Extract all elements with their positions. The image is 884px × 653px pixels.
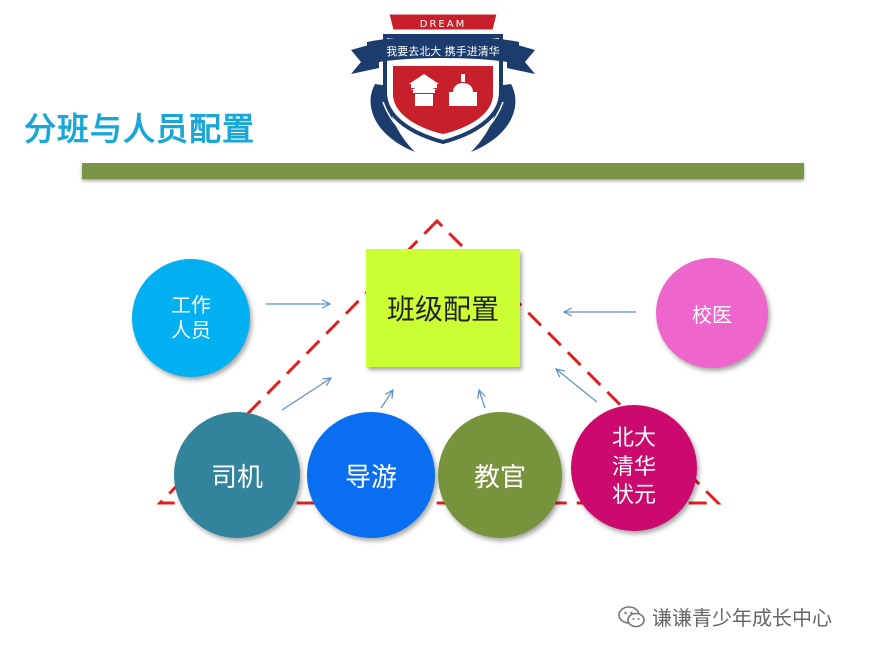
node-doctor: 校医 (656, 258, 768, 368)
node-driver-label: 司机 (210, 462, 263, 493)
node-driver: 司机 (174, 412, 300, 538)
arrow-officer-to-center (479, 390, 485, 409)
logo-banner-text: DREAM (420, 19, 466, 30)
title-divider-bar (82, 163, 804, 179)
arrow-driver-to-center (281, 378, 331, 411)
node-staff: 工作 人员 (132, 259, 250, 377)
node-champion-line2: 清华 (611, 454, 656, 480)
center-class-config-box: 班级配置 (366, 249, 520, 367)
node-staff-line2: 人员 (171, 318, 211, 342)
node-officer-label: 教官 (473, 462, 526, 493)
node-doctor-label: 校医 (692, 302, 732, 327)
watermark: 谦谦青少年成长中心 (618, 602, 832, 631)
node-champion-line1: 北大 (611, 426, 656, 452)
node-officer: 教官 (438, 412, 562, 538)
node-champion-line3: 状元 (611, 483, 656, 509)
arrow-guide-to-center (380, 390, 393, 409)
wechat-icon (618, 605, 645, 627)
logo-ribbon-text: 我要去北大 携手进清华 (386, 44, 500, 58)
node-guide-label: 导游 (344, 462, 397, 493)
node-champion: 北大 清华 状元 (571, 405, 697, 531)
node-staff-line1: 工作 (171, 293, 211, 317)
node-guide: 导游 (307, 412, 435, 538)
arrow-champion-to-center (556, 369, 598, 403)
center-label: 班级配置 (386, 293, 499, 326)
dream-logo: DREAM 我要去北大 携手进清华 (351, 13, 535, 153)
page-title: 分班与人员配置 (24, 110, 256, 148)
watermark-text: 谦谦青少年成长中心 (652, 606, 832, 630)
